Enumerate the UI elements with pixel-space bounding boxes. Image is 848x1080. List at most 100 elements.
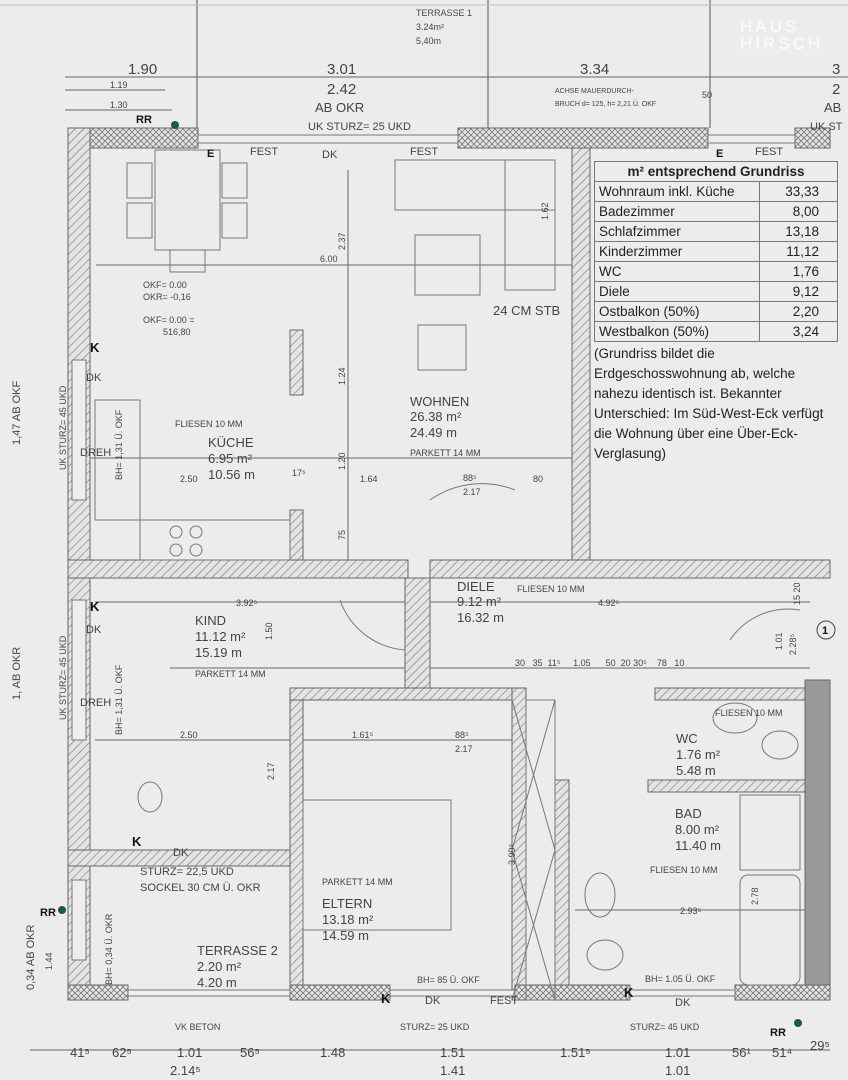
row-label: Ostbalkon (50%) bbox=[594, 301, 760, 322]
dim-label: 1.64 bbox=[360, 474, 378, 484]
sill-annotation: BH= 1,31 Ü. OKF bbox=[114, 409, 124, 480]
room-area: 6.95 m² bbox=[208, 451, 253, 466]
room-name: WOHNEN bbox=[410, 394, 469, 409]
kitchen-counter bbox=[94, 399, 141, 521]
room-perimeter: 15.19 m bbox=[195, 645, 242, 660]
dim-label: 2.14⁵ bbox=[170, 1063, 201, 1078]
dim-label: 2.93⁵ bbox=[680, 906, 702, 916]
wall-annotation: 24 CM STB bbox=[493, 303, 560, 318]
dim-label: 6.00 bbox=[320, 254, 338, 264]
dim-label: 4.92⁵ bbox=[598, 598, 620, 608]
dim-label: 88⁵ bbox=[455, 730, 469, 740]
room-area: 9.12 m² bbox=[457, 594, 502, 609]
k-mark: K bbox=[624, 985, 634, 1000]
dim-label: 1.01 bbox=[177, 1045, 202, 1060]
table-row: Westbalkon (50%)3,24 bbox=[594, 321, 838, 342]
room-area: 26.38 m² bbox=[410, 409, 462, 424]
annotation: VK BETON bbox=[175, 1022, 220, 1032]
terrasse1-name: TERRASSE 1 bbox=[416, 8, 472, 18]
armchair bbox=[417, 324, 467, 371]
area-table-note: (Grundriss bildet die Erdgeschosswohnung… bbox=[594, 346, 824, 461]
row-value: 8,00 bbox=[759, 201, 838, 222]
room-terrasse2: TERRASSE 2 2.20 m² 4.20 m bbox=[197, 943, 278, 990]
rr-mark: RR bbox=[770, 1027, 786, 1039]
dim-label: 1.30 bbox=[110, 100, 128, 110]
room-kueche: FLIESEN 10 MM KÜCHE 6.95 m² 10.56 m bbox=[175, 419, 255, 482]
dim-label: 80 bbox=[533, 474, 543, 484]
level-annotation: OKF= 0.00 bbox=[143, 280, 187, 290]
room-wc: FLIESEN 10 MM WC 1.76 m² 5.48 m bbox=[676, 708, 783, 778]
row-value: 9,12 bbox=[759, 281, 838, 302]
window-dreh: DREH bbox=[80, 697, 111, 709]
dim-label: 2.17 bbox=[266, 762, 276, 780]
dim-label: 1.01 bbox=[665, 1045, 690, 1060]
dim-label: 1.62 bbox=[540, 202, 550, 220]
window-dk: DK bbox=[322, 149, 338, 161]
annotation: STURZ= 22,5 UKD bbox=[140, 866, 234, 878]
dim-label: 56¹ bbox=[732, 1045, 751, 1060]
window-dk: DK bbox=[86, 624, 102, 636]
logo-line: HAUS bbox=[740, 17, 800, 36]
bottom-dimensions: 41⁵ 62⁵ 1.01 56⁵ 1.48 1.51 1.51⁵ 1.01 56… bbox=[70, 1038, 830, 1078]
marker-circle bbox=[816, 620, 836, 640]
area-table-title: m² entsprechend Grundriss bbox=[594, 161, 838, 182]
dim-label: 1.90 bbox=[128, 61, 157, 78]
room-eltern: PARKETT 14 MM ELTERN 13.18 m² 14.59 m bbox=[322, 877, 393, 943]
dim-label: 1.48 bbox=[320, 1045, 345, 1060]
dim-label: AB OKR bbox=[315, 100, 364, 115]
dim-label: 1.19 bbox=[110, 80, 128, 90]
room-floor: FLIESEN 10 MM bbox=[517, 584, 585, 594]
row-label: Badezimmer bbox=[594, 201, 760, 222]
window-dk: DK bbox=[675, 997, 691, 1009]
dim-label: 2.17 bbox=[455, 744, 473, 754]
room-floor: PARKETT 14 MM bbox=[410, 448, 481, 458]
room-name: KÜCHE bbox=[208, 435, 254, 450]
window-dk: DK bbox=[173, 847, 189, 859]
room-floor: PARKETT 14 MM bbox=[195, 669, 266, 679]
dim-label: 51⁴ bbox=[772, 1045, 792, 1060]
room-name: KIND bbox=[195, 613, 226, 628]
k-mark: K bbox=[381, 991, 391, 1006]
window-fest: FEST bbox=[250, 146, 278, 158]
dim-label: 1.44 bbox=[44, 952, 54, 970]
row-label: WC bbox=[594, 261, 760, 282]
level-annotation: OKR= -0,16 bbox=[143, 292, 191, 302]
row-value: 33,33 bbox=[759, 181, 838, 202]
row-value: 13,18 bbox=[759, 221, 838, 242]
dim-label: 3.34 bbox=[580, 61, 609, 78]
terrasse1-area: 3.24m² bbox=[416, 22, 444, 32]
dim-label: 1.20 bbox=[337, 452, 347, 470]
room-area: 13.18 m² bbox=[322, 912, 374, 927]
dim-label: 2.78 bbox=[750, 887, 760, 905]
window-fest: FEST bbox=[410, 146, 438, 158]
dim-label: 1.24 bbox=[337, 367, 347, 385]
dim-label: 1.51 bbox=[440, 1045, 465, 1060]
annotation: STURZ= 45 UKD bbox=[630, 1022, 700, 1032]
room-wohnen: WOHNEN 26.38 m² 24.49 m PARKETT 14 MM bbox=[410, 394, 481, 458]
e-mark: E bbox=[716, 148, 723, 160]
room-area: 1.76 m² bbox=[676, 747, 721, 762]
room-bad: BAD 8.00 m² 11.40 m FLIESEN 10 MM bbox=[650, 806, 721, 875]
bathtub bbox=[739, 794, 801, 871]
room-floor: FLIESEN 10 MM bbox=[175, 419, 243, 429]
row-value: 11,12 bbox=[759, 241, 838, 262]
room-perimeter: 10.56 m bbox=[208, 467, 255, 482]
level-annotation: UK STURZ= 45 UKD bbox=[58, 635, 68, 720]
dining-table bbox=[154, 149, 221, 251]
rr-mark: RR bbox=[136, 114, 152, 126]
dim-label: 3.01 bbox=[327, 61, 356, 78]
k-mark: K bbox=[132, 834, 142, 849]
row-value: 1,76 bbox=[759, 261, 838, 282]
sofa bbox=[394, 159, 556, 211]
e-mark: E bbox=[207, 148, 214, 160]
room-perimeter: 5.48 m bbox=[676, 763, 716, 778]
room-floor: FLIESEN 10 MM bbox=[650, 865, 718, 875]
room-name: ELTERN bbox=[322, 896, 372, 911]
dim-label: AB bbox=[824, 100, 841, 115]
dim-label: 1.01 bbox=[774, 632, 784, 650]
sill-annotation: BH= 1.05 Ü. OKF bbox=[645, 974, 716, 984]
marker-number: 1 bbox=[822, 625, 828, 637]
